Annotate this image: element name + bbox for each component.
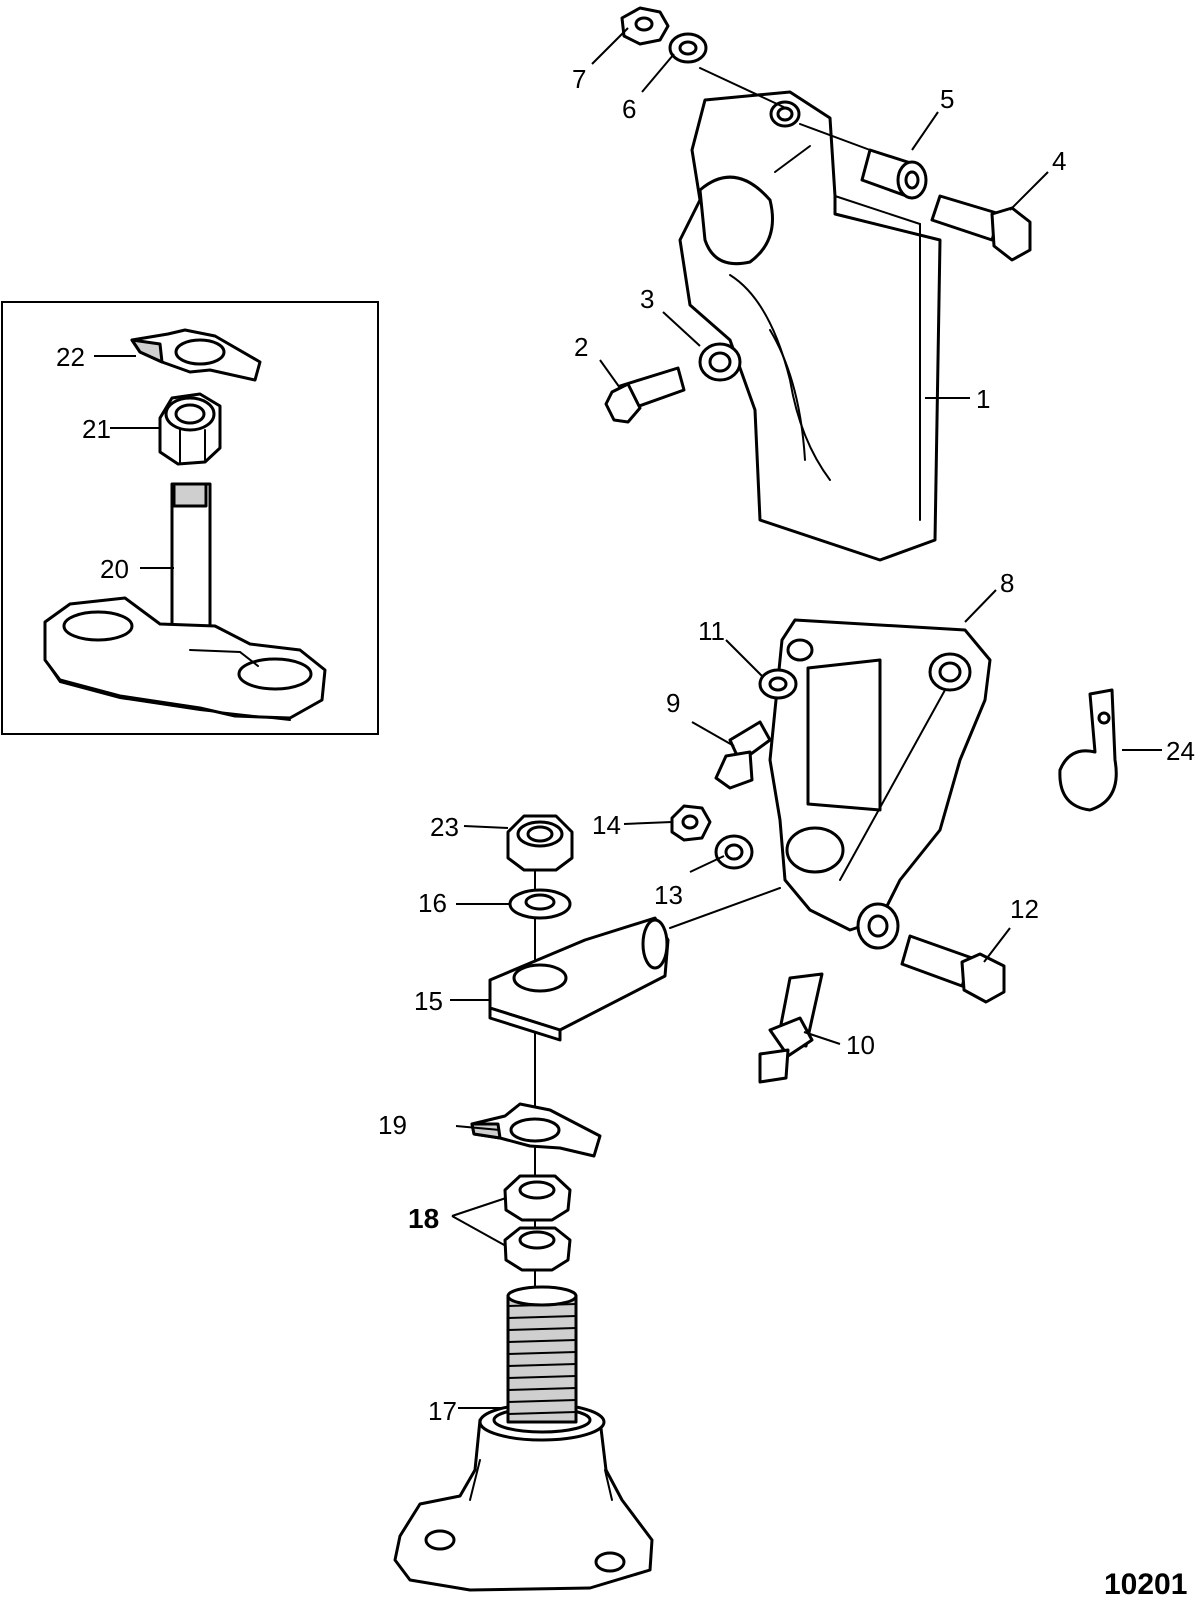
callout-12: 12 <box>1010 894 1039 924</box>
callout-1: 1 <box>976 384 990 414</box>
callout-20: 20 <box>100 554 129 584</box>
callout-24: 24 <box>1166 736 1195 766</box>
callout-10: 10 <box>846 1030 875 1060</box>
callout-8: 8 <box>1000 568 1014 598</box>
callout-7: 7 <box>572 64 586 94</box>
part-3-lock-washer <box>698 342 742 382</box>
part-15-rod-end <box>488 916 670 1042</box>
part-5-bushing <box>860 148 928 200</box>
leader-lines <box>94 27 1162 1409</box>
part-14-hex-nut <box>670 804 712 842</box>
part-18-hex-nut-lower <box>503 1226 572 1272</box>
callout-18: 18 <box>408 1203 439 1234</box>
part-17-threaded-mount <box>393 1285 654 1592</box>
callout-19: 19 <box>378 1110 407 1140</box>
part-23-hex-nut <box>506 814 574 872</box>
assembly-axis-line-5 <box>799 123 871 151</box>
callout-22: 22 <box>56 342 85 372</box>
inset-frame <box>1 301 379 735</box>
part-20-stud-base <box>43 482 327 721</box>
callout-23: 23 <box>430 812 459 842</box>
part-2-bolt <box>604 366 686 424</box>
callout-4: 4 <box>1052 146 1066 176</box>
callout-6: 6 <box>622 94 636 124</box>
part-6-lock-washer <box>668 32 708 64</box>
callout-17: 17 <box>428 1396 457 1426</box>
part-10-stud <box>758 972 824 1084</box>
callout-13: 13 <box>654 880 683 910</box>
callout-11: 11 <box>698 616 725 646</box>
callout-16: 16 <box>418 888 447 918</box>
callout-21: 21 <box>82 414 111 444</box>
callout-5: 5 <box>940 84 954 114</box>
part-16-lock-washer <box>508 888 572 920</box>
part-18-hex-nut-upper <box>503 1174 572 1222</box>
part-8-lower-bracket <box>768 618 992 950</box>
callout-9: 9 <box>666 688 680 718</box>
part-1-bracket <box>678 90 942 562</box>
part-4-bolt <box>930 194 1032 262</box>
assembly-axis-line-2 <box>669 887 781 929</box>
part-9-bolt <box>714 720 772 790</box>
callout-14: 14 <box>592 810 621 840</box>
part-7-hex-nut <box>620 6 670 46</box>
part-24-clamp <box>1058 688 1118 812</box>
figure-id: 10201 <box>1104 1568 1187 1601</box>
callout-2: 2 <box>574 332 588 362</box>
part-13-lock-washer <box>714 834 754 870</box>
callout-labels: 1 2 3 4 5 6 7 8 9 10 11 12 13 14 15 16 1… <box>56 64 1195 1426</box>
part-12-bolt <box>900 934 1006 1004</box>
part-11-lock-washer <box>758 668 798 700</box>
callout-3: 3 <box>640 284 654 314</box>
callout-15: 15 <box>414 986 443 1016</box>
assembly-axis-line-4 <box>699 67 791 111</box>
part-19-tab-washer <box>470 1102 602 1158</box>
thread-lines <box>507 1303 577 1415</box>
part-22-tab-washer <box>130 328 262 382</box>
assembly-axis-line-3 <box>839 689 946 881</box>
part-21-hex-nut <box>158 392 222 466</box>
